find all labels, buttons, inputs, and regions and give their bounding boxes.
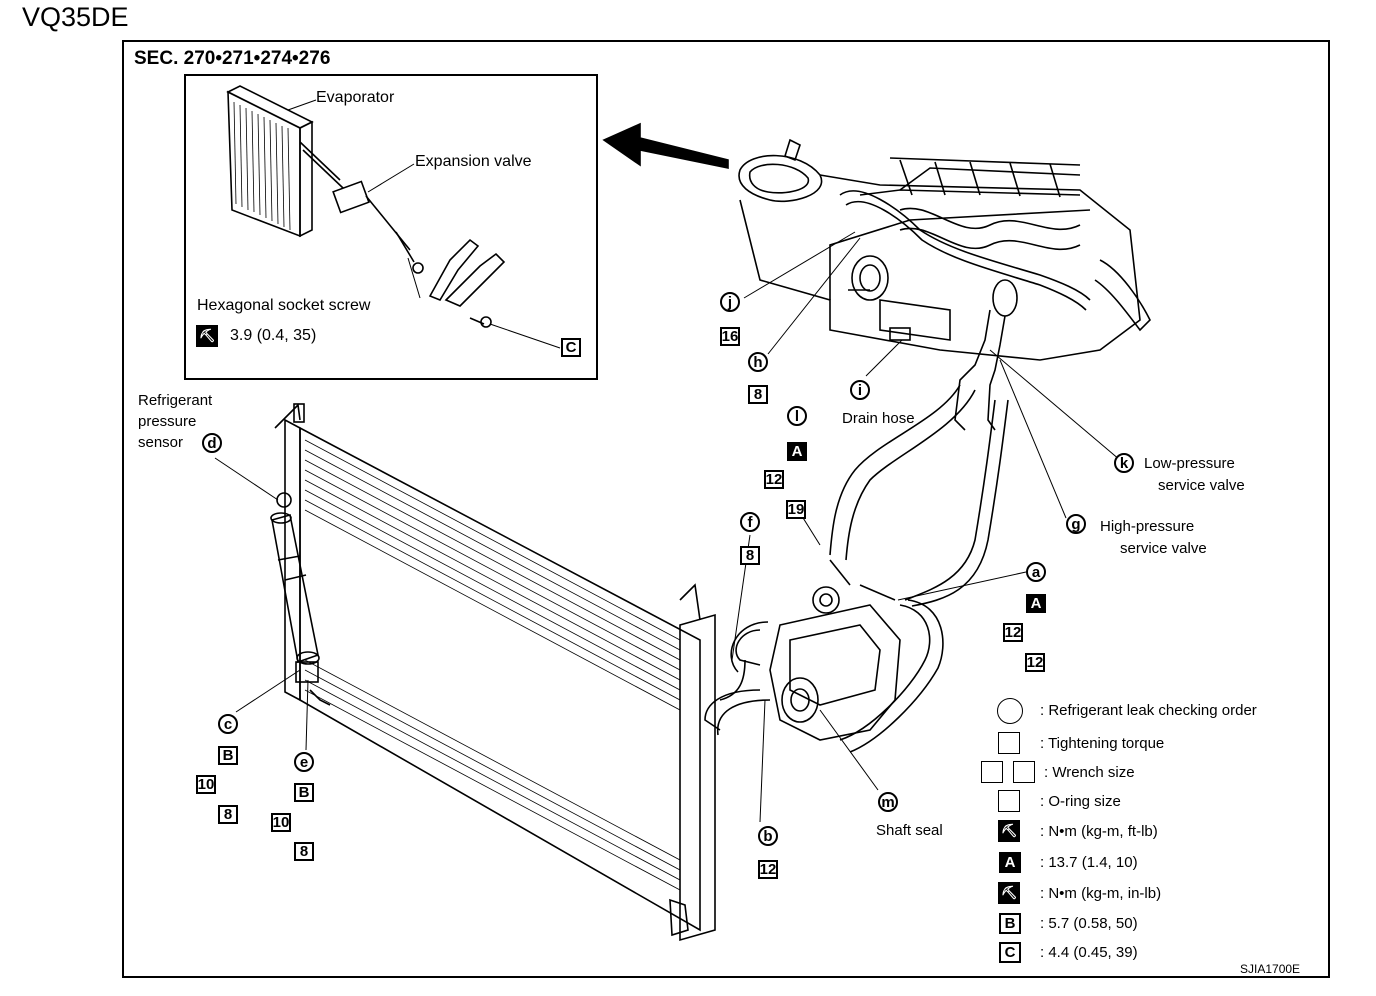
legend-oring-symbol — [998, 790, 1020, 812]
size-box-b: 12 — [758, 860, 778, 879]
torque-box-a: A — [1026, 594, 1046, 613]
screw-torque-value: 3.9 (0.4, 35) — [230, 327, 317, 344]
legend-code-b: B — [999, 913, 1021, 934]
legend-oring-size: : O-ring size — [1040, 793, 1121, 810]
torque-box-l: A — [787, 442, 807, 461]
callout-b: b — [758, 826, 778, 846]
legend-code-c: C — [999, 942, 1021, 963]
size-box-a-2: 12 — [1025, 653, 1045, 672]
shaft-seal-label: Shaft seal — [876, 822, 943, 839]
size-box-a-1: 12 — [1003, 623, 1023, 642]
callout-h: h — [748, 352, 768, 372]
legend-nm-ftlb: : N•m (kg-m, ft-lb) — [1040, 823, 1158, 840]
hex-socket-screw-label: Hexagonal socket screw — [197, 297, 371, 314]
legend-wrench-inlb-icon: ⛏ — [998, 882, 1020, 904]
size-box-e-2: 8 — [294, 842, 314, 861]
callout-l: l — [787, 406, 807, 426]
legend-nm-inlb: : N•m (kg-m, in-lb) — [1040, 885, 1162, 902]
size-box-e-1: 10 — [271, 813, 291, 832]
hose-illustration — [704, 384, 1009, 753]
callout-e: e — [294, 752, 314, 772]
evaporator-illustration — [226, 85, 506, 328]
callout-f: f — [740, 512, 760, 532]
high-pressure-label: High-pressure — [1100, 518, 1195, 535]
legend-b-value: : 5.7 (0.58, 50) — [1040, 915, 1138, 932]
diagram-frame — [122, 40, 1330, 978]
torque-box-e: B — [294, 783, 314, 802]
refrigerant-pressure-sensor-label: Refrigerant pressure sensor — [138, 392, 213, 451]
callout-i: i — [850, 380, 870, 400]
legend-wrench-size: : Wrench size — [1044, 764, 1135, 781]
legend-wrench-symbol-2 — [1013, 761, 1035, 783]
size-box-l: 12 — [764, 470, 784, 489]
legend-tightening-torque: : Tightening torque — [1040, 735, 1165, 752]
condenser-illustration — [270, 403, 716, 942]
callout-c: c — [218, 714, 238, 734]
legend-torque-symbol — [998, 732, 1020, 754]
legend-c-value: : 4.4 (0.45, 39) — [1040, 944, 1138, 961]
section-title: SEC. 270•271•274•276 — [134, 48, 331, 69]
code-c-box: C — [561, 338, 581, 357]
size-box-l-2: 19 — [786, 500, 806, 519]
legend-code-a: A — [999, 852, 1021, 873]
legend-leak-order: : Refrigerant leak checking order — [1040, 702, 1257, 719]
callout-d: d — [202, 433, 222, 453]
callout-m: m — [878, 792, 898, 812]
callout-j: j — [720, 292, 740, 312]
low-pressure-label: Low-pressure — [1144, 455, 1235, 472]
drain-hose-label: Drain hose — [842, 410, 915, 427]
figure-id: SJIA1700E — [1240, 962, 1301, 976]
callout-a: a — [1026, 562, 1046, 582]
low-pressure-service-valve-label: service valve — [1158, 477, 1245, 494]
size-box-f: 8 — [740, 546, 760, 565]
evaporator-inset-box — [184, 74, 598, 380]
wrench-icon: ⛏ — [196, 325, 218, 347]
size-box-j: 16 — [720, 327, 740, 346]
size-box-c-2: 8 — [218, 805, 238, 824]
callout-k: k — [1114, 453, 1134, 473]
legend-wrench-ftlb-icon: ⛏ — [998, 820, 1020, 842]
size-box-h: 8 — [748, 385, 768, 404]
high-pressure-service-valve-label: service valve — [1120, 540, 1207, 557]
size-box-c-1: 10 — [196, 775, 216, 794]
hvac-unit-illustration — [738, 138, 1151, 431]
legend-a-value: : 13.7 (1.4, 10) — [1040, 854, 1138, 871]
expansion-valve-label: Expansion valve — [415, 153, 532, 170]
legend-wrench-symbol-1 — [981, 761, 1003, 783]
torque-box-c: B — [218, 746, 238, 765]
callout-g: g — [1066, 514, 1086, 534]
legend-circle-symbol — [997, 698, 1023, 724]
compressor-illustration — [769, 559, 901, 741]
engine-code: VQ35DE — [22, 2, 129, 32]
evaporator-label: Evaporator — [316, 89, 395, 106]
